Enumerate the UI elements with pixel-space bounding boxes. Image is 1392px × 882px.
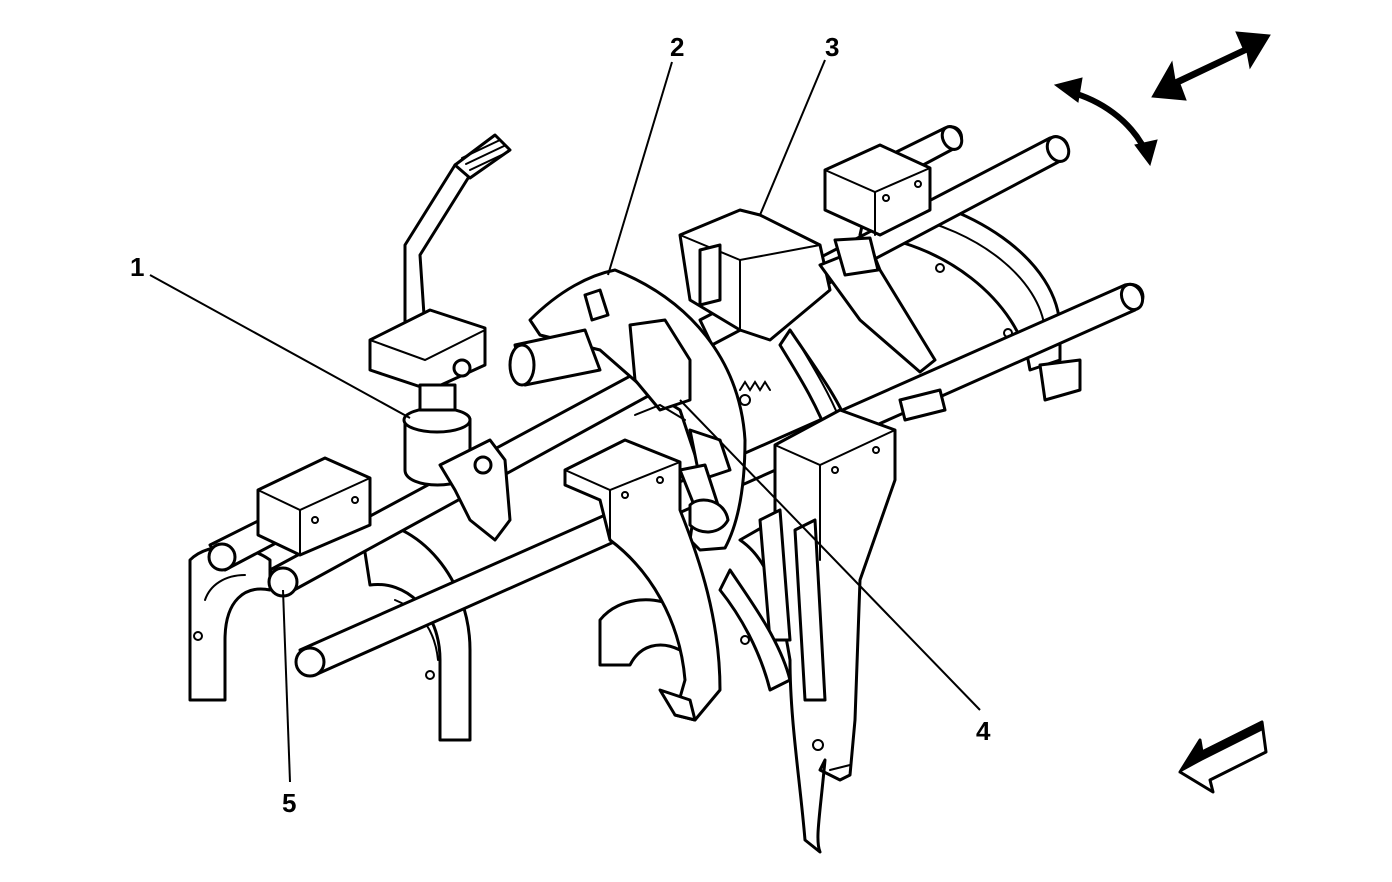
callout-3: 3 xyxy=(825,32,839,62)
leader-line-1 xyxy=(149,274,411,419)
selector-finger xyxy=(678,463,730,534)
curved-double-arrow-icon xyxy=(1053,77,1158,167)
callout-labels: 1 2 3 4 5 xyxy=(130,32,991,818)
front-direction-arrow-icon xyxy=(1178,720,1268,794)
detent-spring xyxy=(739,380,771,392)
leader-line-5 xyxy=(282,589,291,783)
double-headed-arrow-icon xyxy=(1151,31,1271,101)
upper-rear-block xyxy=(823,143,932,237)
leader-line-4 xyxy=(679,399,981,711)
rear-fork-arc-left xyxy=(188,545,272,702)
upper-shift-fork xyxy=(678,208,937,374)
front-fork-arm xyxy=(718,568,792,692)
callout-4: 4 xyxy=(976,716,991,746)
leader-line-3 xyxy=(759,59,826,216)
leader-line-2 xyxy=(607,61,673,276)
callout-2: 2 xyxy=(670,32,684,62)
front-shift-fork xyxy=(738,408,897,854)
callout-1: 1 xyxy=(130,252,144,282)
center-shift-fork xyxy=(563,438,722,722)
shift-lever-socket xyxy=(402,383,512,542)
left-rail-block xyxy=(256,456,372,557)
gear-shift-lever xyxy=(368,133,512,392)
leader-lines xyxy=(149,59,981,783)
interlock-cylinder xyxy=(508,328,602,387)
callout-5: 5 xyxy=(282,788,296,818)
